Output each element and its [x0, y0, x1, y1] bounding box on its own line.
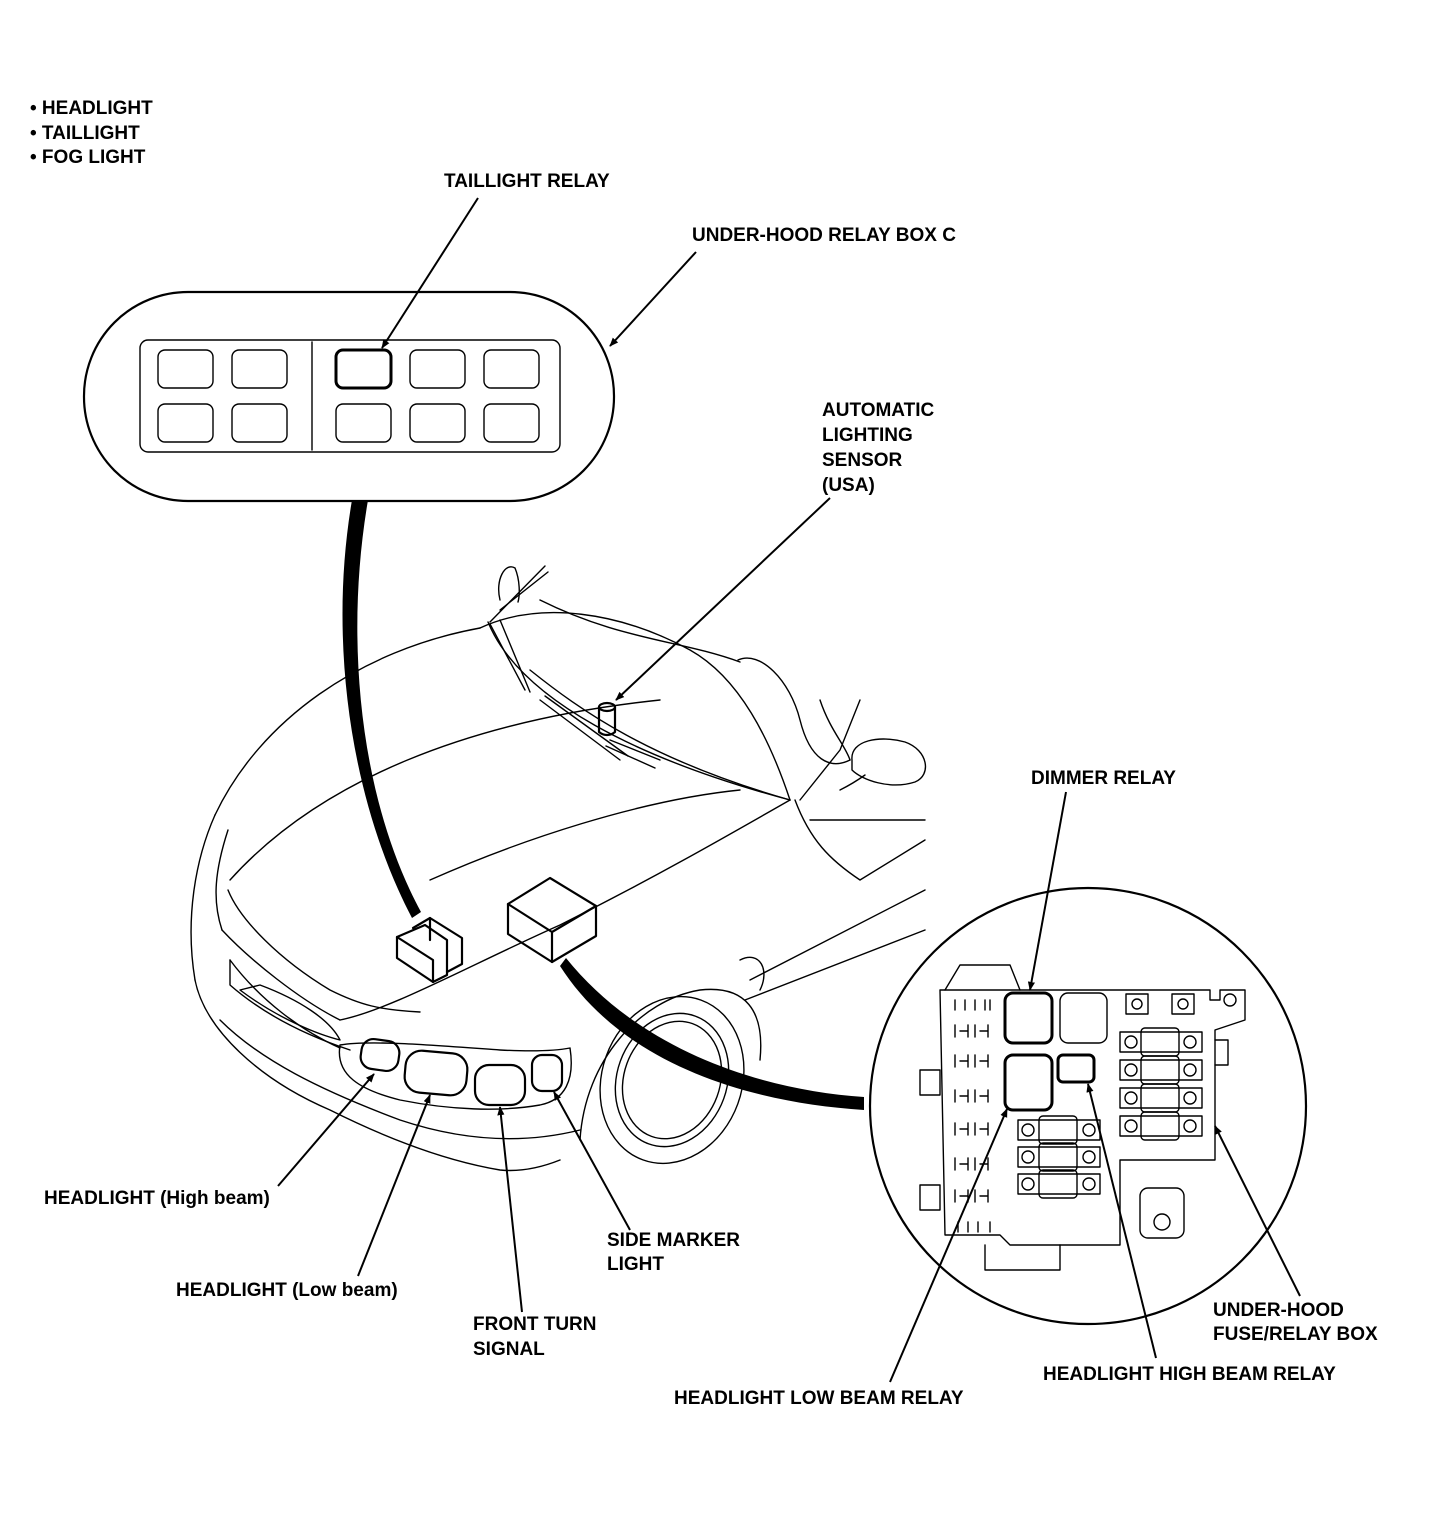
fuse-box-leader: [1214, 1125, 1301, 1297]
headlight-low-label: HEADLIGHT (Low beam): [176, 1280, 398, 1301]
svg-text:SIGNAL: SIGNAL: [473, 1339, 545, 1360]
side-marker-light: [530, 1053, 564, 1093]
high-beam-relay-leader: [1086, 1083, 1157, 1359]
systems-list-item: • HEADLIGHT: [30, 98, 153, 119]
headlight-high-leader: [277, 1073, 375, 1187]
dimmer-relay-leader: [1027, 791, 1067, 991]
high-beam-relay-label: HEADLIGHT HIGH BEAM RELAY: [1043, 1364, 1336, 1385]
low-beam-relay-slot: [1003, 1053, 1054, 1112]
systems-list: • HEADLIGHT • TAILLIGHT • FOG LIGHT: [30, 98, 153, 168]
svg-text:UNDER-HOOD: UNDER-HOOD: [1213, 1300, 1344, 1321]
auto-lighting-sensor: [597, 701, 617, 737]
dimmer-relay-slot: [1003, 991, 1054, 1045]
taillight-relay-label: TAILLIGHT RELAY: [444, 171, 610, 192]
front-turn-leader: [497, 1106, 523, 1313]
fuse-relay-box-label: UNDER-HOOD FUSE/RELAY BOX: [1213, 1300, 1378, 1345]
fuse-relay-box-detail: [868, 886, 1308, 1326]
low-beam-relay-label: HEADLIGHT LOW BEAM RELAY: [674, 1388, 964, 1409]
svg-text:LIGHTING: LIGHTING: [822, 425, 913, 446]
svg-text:LIGHT: LIGHT: [607, 1254, 664, 1275]
auto-sensor-label: AUTOMATIC LIGHTING SENSOR (USA): [822, 400, 935, 496]
relay-box-c-connector: [342, 500, 421, 918]
auto-sensor-leader: [615, 497, 831, 701]
headlight-high-beam: [359, 1037, 401, 1073]
relay-box-c-leader: [609, 251, 697, 347]
front-turn-label: FRONT TURN SIGNAL: [473, 1314, 596, 1360]
fuse-box-connector: [560, 958, 864, 1110]
car-illustration: [190, 565, 927, 1172]
systems-list-item: • TAILLIGHT: [30, 123, 140, 144]
relay-box-c-detail: [82, 290, 616, 503]
headlight-high-label: HEADLIGHT (High beam): [44, 1188, 270, 1209]
dimmer-relay-label: DIMMER RELAY: [1031, 768, 1176, 789]
svg-text:FRONT TURN: FRONT TURN: [473, 1314, 596, 1335]
under-hood-fuse-relay-box: [506, 876, 598, 964]
taillight-relay-slot: [334, 348, 393, 390]
svg-text:SENSOR: SENSOR: [822, 450, 903, 471]
svg-text:AUTOMATIC: AUTOMATIC: [822, 400, 935, 421]
svg-text:SIDE MARKER: SIDE MARKER: [607, 1230, 740, 1251]
front-turn-signal: [473, 1063, 527, 1107]
svg-text:FUSE/RELAY BOX: FUSE/RELAY BOX: [1213, 1324, 1378, 1345]
headlight-low-leader: [357, 1094, 431, 1277]
taillight-relay-leader: [381, 197, 479, 349]
high-beam-relay-slot: [1056, 1053, 1096, 1084]
low-beam-relay-leader: [889, 1108, 1008, 1383]
relay-box-c-label: UNDER-HOOD RELAY BOX C: [692, 225, 956, 246]
side-marker-label: SIDE MARKER LIGHT: [607, 1230, 740, 1275]
systems-list-item: • FOG LIGHT: [30, 147, 146, 168]
headlight-low-beam: [403, 1049, 469, 1097]
svg-text:(USA): (USA): [822, 475, 875, 496]
under-hood-relay-box-c: [395, 916, 464, 984]
side-marker-leader: [553, 1091, 631, 1231]
